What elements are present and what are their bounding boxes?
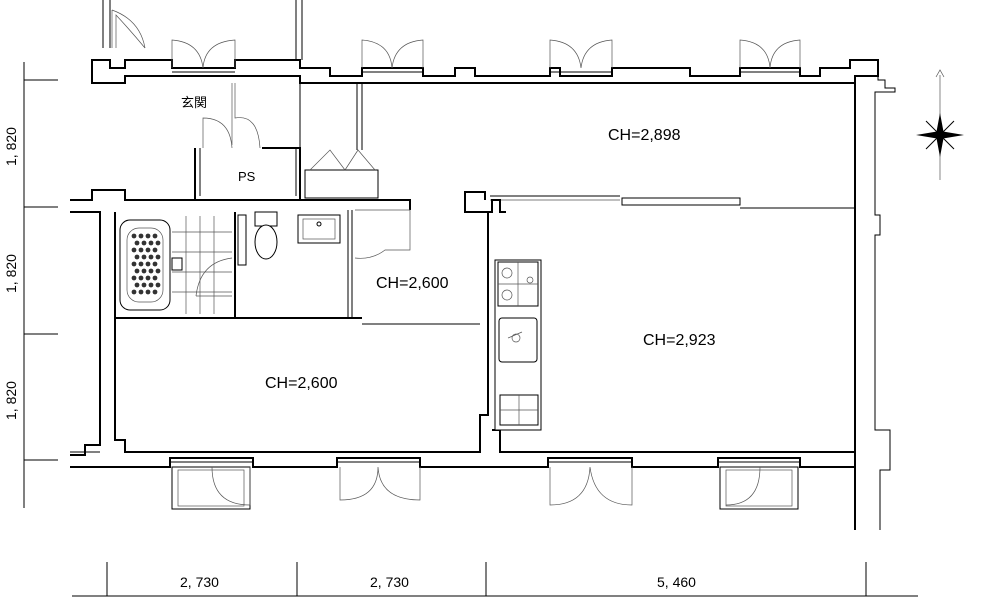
label-ch-north: CH=2,898 xyxy=(608,127,681,144)
dim-horizontal-3: 5, 460 xyxy=(657,574,696,590)
top-partial-walls xyxy=(102,0,303,60)
north-exterior-wall xyxy=(91,59,879,84)
cooktop xyxy=(497,261,539,307)
ldk-walls xyxy=(488,195,855,453)
bathroom-fixtures xyxy=(119,209,411,314)
dim-horizontal-1: 2, 730 xyxy=(180,574,219,590)
kitchen-sink xyxy=(498,317,538,363)
north-arrow-icon xyxy=(916,69,964,180)
room-labels: 玄関 PS CH=2,898 CH=2,600 CH=2,923 CH=2,60… xyxy=(181,96,716,392)
south-exterior-wall xyxy=(70,451,855,468)
dim-vertical-1: 1, 820 xyxy=(3,127,19,166)
west-block-walls xyxy=(70,189,489,456)
north-window-doors xyxy=(115,14,801,69)
bathtub-mat-pattern xyxy=(131,233,161,295)
dim-horizontal-2: 2, 730 xyxy=(370,574,409,590)
east-exterior-wall xyxy=(854,60,896,530)
dim-vertical-2: 1, 820 xyxy=(3,254,19,293)
bathtub xyxy=(119,219,171,311)
label-entrance: 玄関 xyxy=(181,96,207,111)
label-ch-kitchen: CH=2,923 xyxy=(643,332,716,349)
washbasin xyxy=(297,214,341,244)
label-ch-west: CH=2,600 xyxy=(265,375,338,392)
south-balconies-and-doors xyxy=(171,466,799,510)
label-ps: PS xyxy=(238,169,256,184)
dim-vertical-3: 1, 820 xyxy=(3,381,19,420)
entrance-walls xyxy=(124,76,379,201)
kitchen-drawer xyxy=(499,394,539,426)
vertical-dimensions: 1, 820 1, 820 1, 820 xyxy=(3,62,58,508)
kitchen-fixtures xyxy=(494,259,542,431)
toilet xyxy=(254,211,278,260)
horizontal-dimensions: 2, 730 2, 730 5, 460 xyxy=(72,562,918,597)
label-ch-middle: CH=2,600 xyxy=(376,275,449,292)
bath-tile-grid xyxy=(172,216,232,314)
